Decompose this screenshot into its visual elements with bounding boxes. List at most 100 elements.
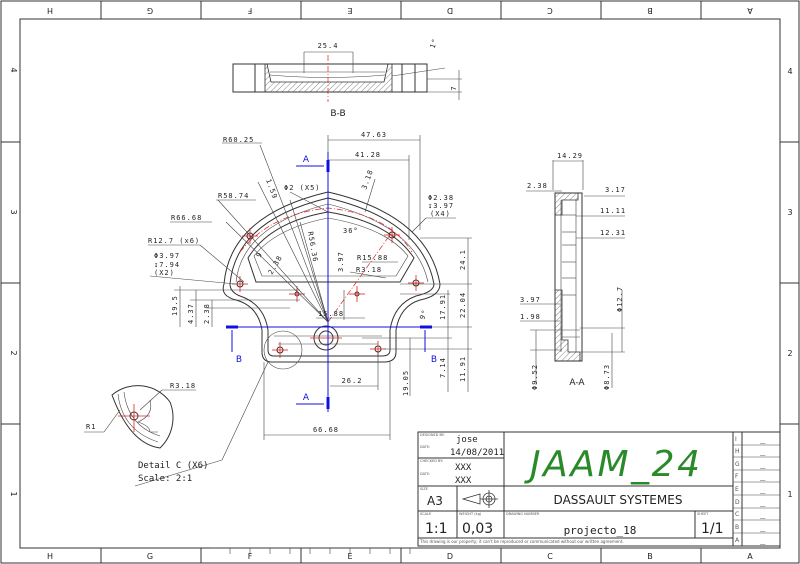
- svg-text:_: _: [760, 510, 766, 520]
- dim: 17.91: [439, 294, 447, 320]
- dim: R58.74: [218, 192, 249, 200]
- dim: 22.04: [459, 292, 467, 318]
- svg-text:D: D: [447, 6, 453, 15]
- svg-text:1: 1: [9, 491, 18, 496]
- dim: 47.63: [361, 131, 387, 139]
- title-block: DESIGNED BY: jose DATE: 14/08/2011 CHECK…: [417, 431, 781, 547]
- label: CHECKED BY:: [420, 459, 443, 463]
- dim: 1.59: [264, 178, 279, 200]
- svg-text:F: F: [248, 552, 253, 561]
- svg-text:F: F: [735, 473, 739, 480]
- svg-text:C: C: [547, 552, 553, 561]
- svg-text:_: _: [760, 472, 766, 482]
- dim: (X2): [154, 269, 175, 277]
- company-name: DASSAULT SYSTEMES: [554, 493, 683, 507]
- svg-text:C: C: [547, 6, 553, 15]
- svg-text:_: _: [760, 498, 766, 508]
- view-title-bb: B-B: [330, 109, 345, 119]
- dim: 3.97: [520, 296, 541, 304]
- section-marker-b-left: B: [236, 355, 242, 365]
- section-marker-a-bottom: A: [303, 393, 310, 403]
- dim: 36°: [343, 227, 359, 235]
- dim: 41.28: [355, 151, 381, 159]
- dim: 19.5: [171, 295, 179, 316]
- svg-text:2: 2: [787, 349, 792, 358]
- dim: Φ3.97: [154, 252, 180, 260]
- main-view: A A B B 47.63 41.28 R60.25 R58.74 R66.68…: [134, 131, 472, 487]
- dim: R1: [86, 423, 96, 431]
- dim: 11.11: [600, 207, 626, 215]
- svg-text:_: _: [760, 536, 766, 546]
- dim: 9°: [418, 308, 429, 321]
- dim: 3.97: [337, 251, 345, 272]
- label: DRAWING NUMBER: [506, 512, 540, 516]
- svg-text:A: A: [735, 537, 740, 544]
- dim-25-4: 25.4: [318, 42, 339, 50]
- weight: 0,03: [462, 521, 493, 537]
- svg-text:A: A: [747, 6, 753, 15]
- checker: XXX: [455, 463, 472, 473]
- svg-text:E: E: [735, 486, 739, 493]
- dim: 12.31: [600, 229, 626, 237]
- dim: R66.68: [171, 214, 202, 222]
- dim-7: 7: [450, 85, 458, 90]
- zone-labels-top: H G F E D C B A: [47, 6, 753, 15]
- label: SCALE: [420, 512, 431, 516]
- svg-text:G: G: [147, 6, 153, 15]
- dim: 15.88: [318, 310, 344, 318]
- section-view-bb: 25.4 7 1° B-B: [232, 37, 462, 119]
- drawing-number: projecto_18: [564, 524, 637, 537]
- svg-text:4: 4: [787, 67, 792, 76]
- view-title-aa: A-A: [569, 378, 585, 388]
- dim: R15.88: [357, 254, 388, 262]
- dim: 66.68: [313, 426, 339, 434]
- svg-text:F: F: [247, 6, 252, 15]
- label: SHEET: [697, 512, 709, 516]
- svg-text:D: D: [735, 499, 740, 506]
- svg-text:C: C: [735, 511, 739, 518]
- dim: 24.1: [459, 249, 467, 270]
- svg-text:_: _: [760, 523, 766, 533]
- svg-text:_: _: [760, 447, 766, 457]
- projection-symbol: [461, 490, 498, 508]
- dim: R3.18: [356, 266, 382, 274]
- detail-view-c: R3.18 R1 Detail C (X6) Scale: 2:1: [84, 382, 208, 484]
- designer: jose: [456, 435, 478, 445]
- svg-text:G: G: [147, 552, 153, 561]
- dim: ↧3.97: [428, 202, 454, 210]
- sheet-size: A3: [427, 494, 443, 508]
- svg-text:_: _: [760, 485, 766, 495]
- svg-text:D: D: [447, 552, 453, 561]
- label: DESIGNED BY:: [420, 433, 445, 437]
- dim: 14.29: [557, 152, 583, 160]
- dim: 1.98: [520, 313, 541, 321]
- dim: Φ12.7: [616, 286, 624, 312]
- dim: Φ2.38: [428, 194, 454, 202]
- dim: 26.2: [342, 377, 363, 385]
- design-date: 14/08/2011: [450, 448, 504, 458]
- svg-text:3: 3: [787, 208, 792, 217]
- section-marker-a-top: A: [303, 155, 310, 165]
- dim: R12.7 (x6): [148, 237, 200, 245]
- svg-text:E: E: [347, 552, 352, 561]
- section-marker-b-right: B: [431, 355, 437, 365]
- dim: 7.14: [439, 357, 447, 378]
- dim: R60.25: [223, 136, 254, 144]
- detail-scale: Scale: 2:1: [138, 474, 192, 484]
- detail-title: Detail C (X6): [138, 461, 208, 471]
- dim: Φ9.52: [531, 364, 539, 390]
- label: WEIGHT (kg): [459, 512, 482, 516]
- disclaimer: This drawing is our property; it can't b…: [419, 539, 624, 544]
- dim: 3.18: [360, 168, 375, 190]
- dim-angle-1: 1°: [429, 37, 440, 50]
- logo-jaam24: JAAM_24: [524, 444, 700, 485]
- scale: 1:1: [425, 521, 448, 537]
- zone-labels-sides: 4 3 2 1 4 3 2 1: [9, 67, 793, 499]
- zone-labels-bottom: H G F E D C B A: [47, 552, 753, 561]
- check-date: XXX: [455, 476, 472, 486]
- svg-text:4: 4: [9, 67, 18, 72]
- dim: 4.37: [187, 303, 195, 324]
- dim: Φ8.73: [603, 364, 611, 390]
